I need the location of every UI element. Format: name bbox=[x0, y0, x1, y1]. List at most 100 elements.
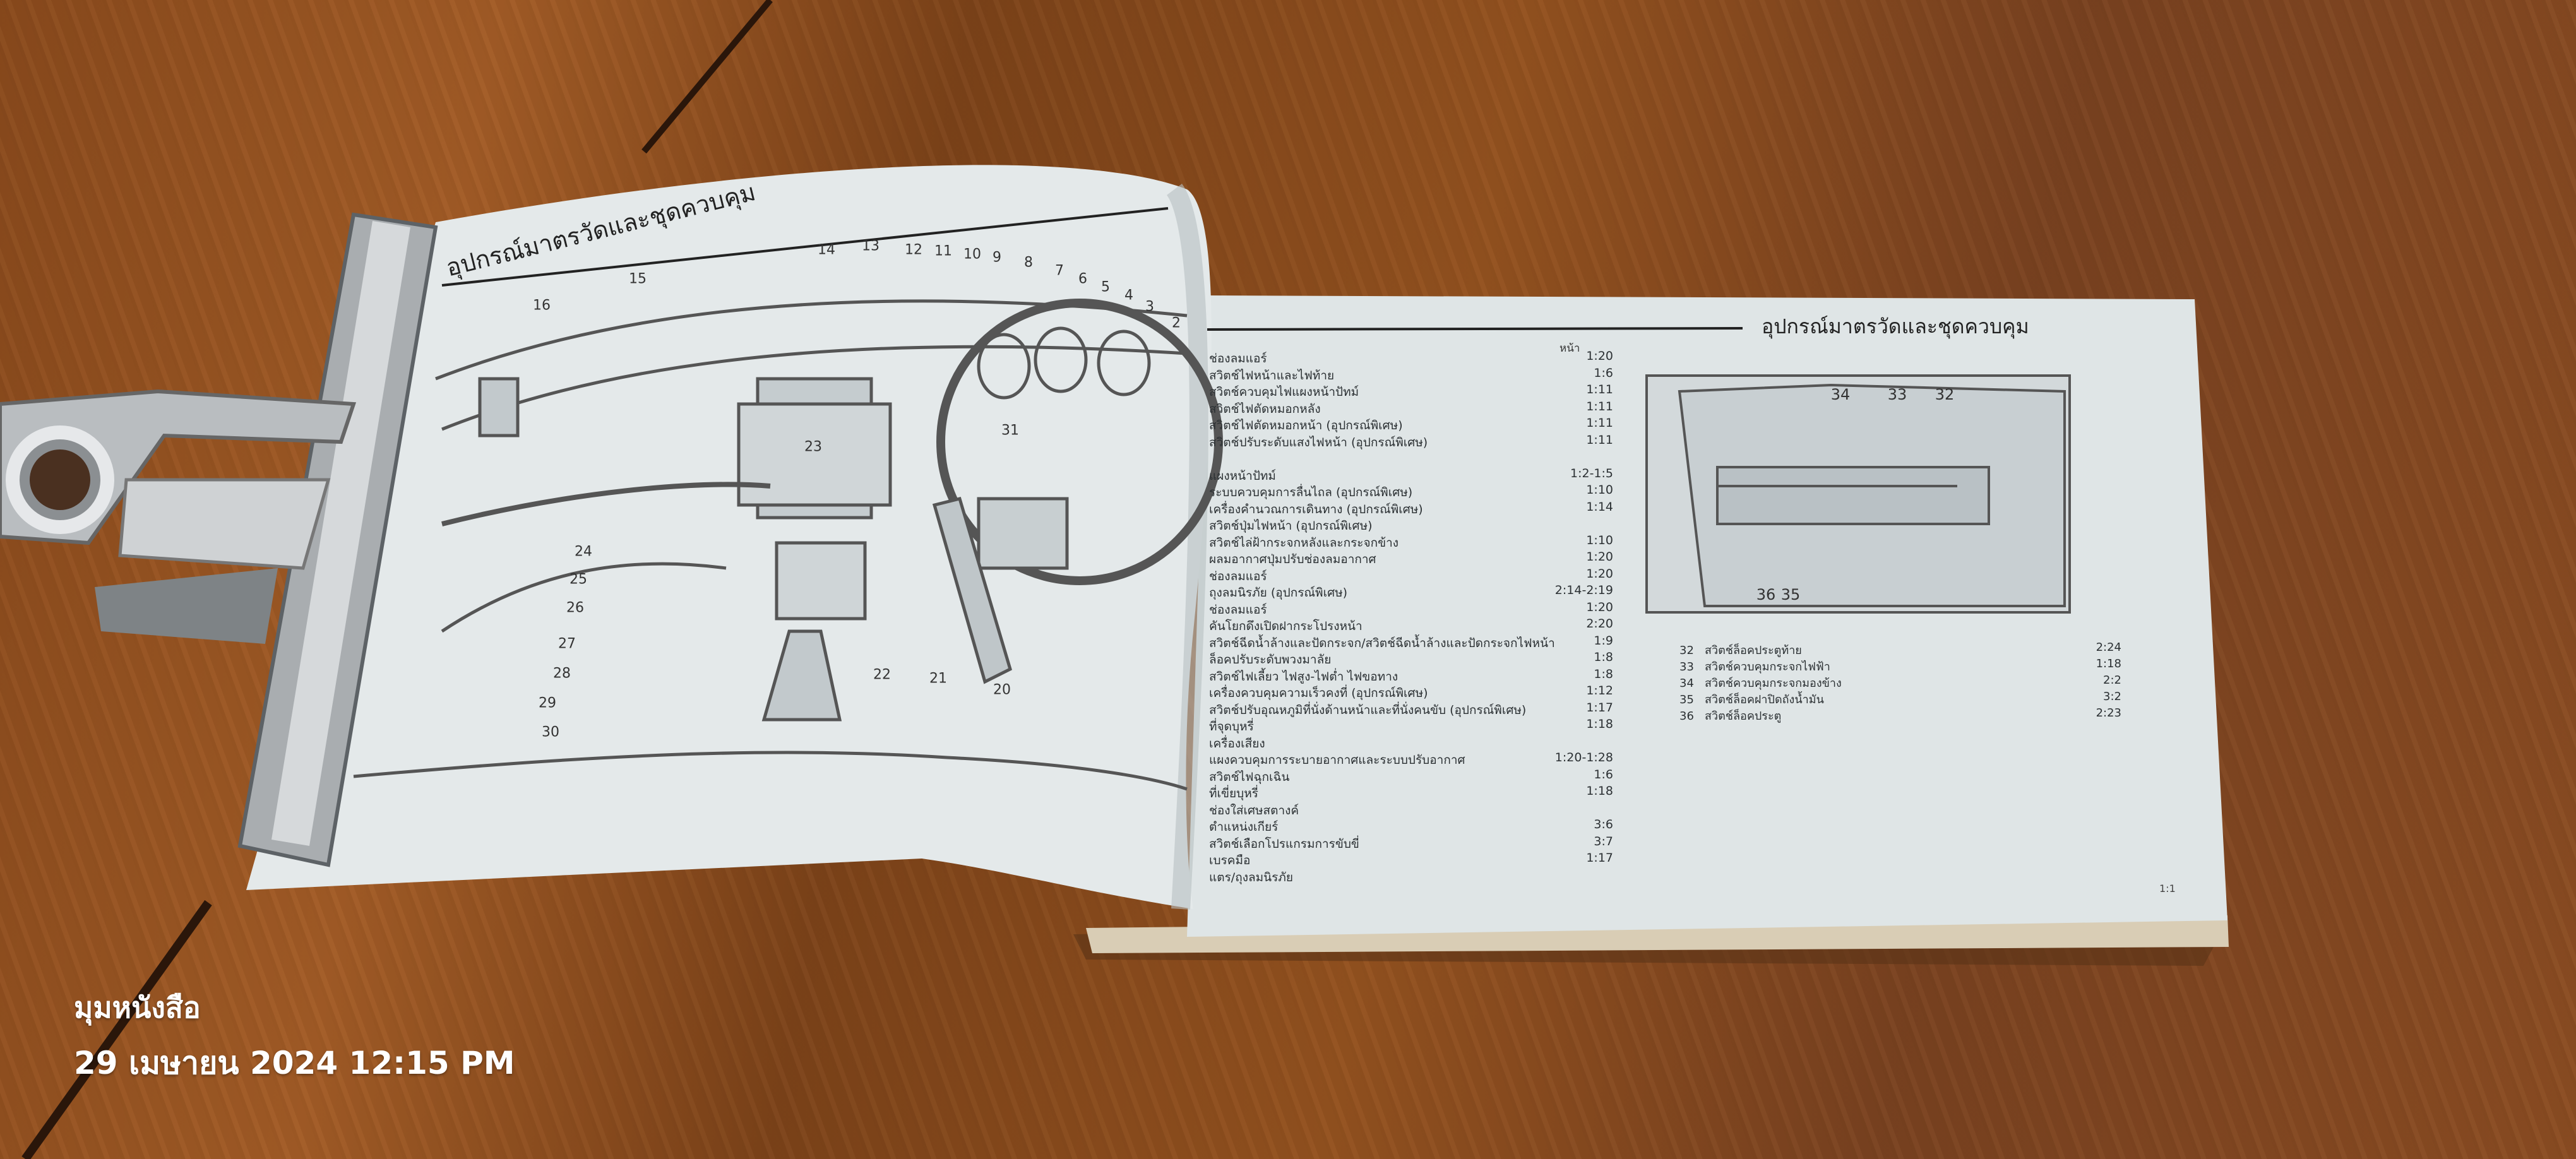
index-page: 1:6 bbox=[1594, 767, 1613, 782]
door-item-label: สวิตช์ล็อคประตูท้าย bbox=[1705, 644, 1802, 657]
index-label: ช่องใส่เศษสตางค์ bbox=[1209, 803, 1299, 817]
index-page: 1:10 bbox=[1586, 483, 1613, 497]
right-page-header: อุปกรณ์มาตรวัดและชุดควบคุม bbox=[1762, 314, 2029, 338]
diagram-callout: 27 bbox=[558, 636, 576, 652]
diagram-callout: 25 bbox=[569, 571, 587, 588]
index-label: สวิตช์เลือกโปรแกรมการขับขี่ bbox=[1209, 836, 1359, 851]
photo-caption: มุมหนังสือ bbox=[74, 990, 201, 1025]
door-item-number: 32 bbox=[1679, 644, 1694, 657]
index-label: สวิตช์ไฟฉุกเฉิน bbox=[1209, 770, 1290, 784]
index-row: ช่องลมแอร์1:20 bbox=[1209, 349, 1613, 366]
dashboard-illustration bbox=[353, 299, 1223, 791]
index-page: 1:11 bbox=[1586, 416, 1613, 430]
door-item-label: สวิตช์ควบคุมกระจกมองข้าง bbox=[1705, 677, 1842, 690]
diagram-callout: 30 bbox=[542, 724, 559, 740]
index-label: เครื่องควบคุมความเร็วคงที่ (อุปกรณ์พิเศษ… bbox=[1209, 686, 1428, 700]
index-label: ที่จุดบุหรี่ bbox=[1209, 720, 1254, 734]
index-page: 1:20 bbox=[1586, 550, 1613, 564]
index-page: 1:12 bbox=[1586, 684, 1613, 698]
door-item-number: 35 bbox=[1679, 693, 1694, 706]
index-label: ช่องลมแอร์ bbox=[1209, 569, 1267, 583]
index-label: เครื่องเสียง bbox=[1209, 736, 1265, 751]
index-row: สวิตช์ฉีดน้ำล้างและปัดกระจก/สวิตช์ฉีดน้ำ… bbox=[1209, 634, 1613, 650]
index-page: 1:8 bbox=[1594, 667, 1613, 681]
index-page: 1:14 bbox=[1586, 499, 1613, 514]
index-label: แผงควบคุมการระบายอากาศและระบบปรับอากาศ bbox=[1209, 753, 1465, 767]
index-label: สวิตช์ไฟเลี้ยว ไฟสูง-ไฟต่ำ ไฟขอทาง bbox=[1209, 669, 1398, 684]
index-row: ที่เขี่ยบุหรี่1:18 bbox=[1209, 784, 1613, 800]
index-page: 1:20 bbox=[1586, 349, 1613, 363]
index-page: 1:6 bbox=[1594, 366, 1613, 380]
right-header-rule bbox=[1207, 327, 1743, 331]
door-row: 34 สวิตช์ควบคุมกระจกมองข้าง 2:2 bbox=[1679, 674, 2121, 692]
index-page: 1:9 bbox=[1594, 633, 1613, 648]
index-row: เครื่องเสียง bbox=[1209, 734, 1613, 751]
diagram-callout: 4 bbox=[1124, 287, 1133, 304]
index-row: สวิตช์ไฟเลี้ยว ไฟสูง-ไฟต่ำ ไฟขอทาง 1:8 bbox=[1209, 667, 1613, 684]
door-item-number: 36 bbox=[1679, 710, 1694, 723]
index-page: 3:7 bbox=[1594, 834, 1613, 848]
index-page: 1:20 bbox=[1586, 566, 1613, 581]
index-label: สวิตช์ไฟตัดหมอกหน้า (อุปกรณ์พิเศษ) bbox=[1209, 419, 1403, 432]
diagram-callout: 24 bbox=[575, 544, 592, 560]
index-row: เครื่องคำนวณการเดินทาง (อุปกรณ์พิเศษ)1:1… bbox=[1209, 500, 1613, 516]
diagram-callout: 3 bbox=[1145, 299, 1154, 315]
diagram-callout: 23 bbox=[804, 439, 822, 455]
index-row: ช่องใส่เศษสตางค์ bbox=[1209, 801, 1613, 817]
page-column-label: หน้า bbox=[1559, 342, 1580, 355]
door-item-page: 2:24 bbox=[2096, 641, 2121, 654]
index-label: ช่องลมแอร์ bbox=[1209, 602, 1267, 617]
door-item-page: 3:2 bbox=[2103, 690, 2121, 703]
door-item-label: สวิตช์ล็อคประตู bbox=[1705, 710, 1782, 723]
index-row: สวิตช์ควบคุมไฟแผงหน้าปัทม์ 1:11 bbox=[1209, 383, 1613, 399]
index-label: แผงหน้าปัทม์ bbox=[1209, 468, 1276, 483]
diagram-callout: 16 bbox=[533, 297, 551, 314]
door-item-number: 34 bbox=[1679, 677, 1694, 690]
diagram-callout: 21 bbox=[929, 670, 947, 687]
index-label: เบรคมือ bbox=[1209, 853, 1251, 867]
diagram-callout: 29 bbox=[539, 695, 556, 711]
index-label: สวิตช์ควบคุมไฟแผงหน้าปัทม์ bbox=[1209, 385, 1359, 399]
index-row: ตำแหน่งเกียร์3:6 bbox=[1209, 817, 1613, 834]
diagram-callout: 12 bbox=[905, 242, 922, 258]
diagram-callout: 31 bbox=[1001, 422, 1019, 439]
index-row: ช่องลมแอร์ 1:20 bbox=[1209, 600, 1613, 617]
index-page: 3:6 bbox=[1594, 817, 1613, 831]
door-item-label: สวิตช์ล็อคฝาปิดถังน้ำมัน bbox=[1705, 693, 1824, 706]
diagram-callout: 7 bbox=[1055, 263, 1064, 279]
index-label: สวิตช์ปุ่มไฟหน้า (อุปกรณ์พิเศษ) bbox=[1209, 519, 1373, 533]
index-page: 1:20 bbox=[1586, 600, 1613, 614]
index-label: สวิตช์ปรับอุณหภูมิที่นั่งด้านหน้าและที่น… bbox=[1209, 703, 1527, 717]
index-label: คันโยกดึงเปิดฝากระโปรงหน้า bbox=[1209, 619, 1363, 633]
door-item-page: 2:2 bbox=[2103, 674, 2121, 687]
index-page: 1:11 bbox=[1586, 383, 1613, 396]
index-row: ถุงลมนิรภัย (อุปกรณ์พิเศษ)2:14-2:19 bbox=[1209, 583, 1613, 600]
index-label: ล็อคปรับระดับพวงมาลัย bbox=[1209, 653, 1332, 667]
index-page: 1:20-1:28 bbox=[1554, 751, 1613, 764]
index-label: สวิตช์ปรับระดับแสงไฟหน้า (อุปกรณ์พิเศษ) bbox=[1209, 435, 1428, 449]
index-row: สวิตช์ไฟฉุกเฉิน 1:6 bbox=[1209, 768, 1613, 784]
door-callout: 35 bbox=[1780, 586, 1801, 603]
diagram-callout: 11 bbox=[934, 243, 952, 259]
index-row: เบรคมือ 1:17 bbox=[1209, 851, 1613, 867]
index-page: 1:2-1:5 bbox=[1570, 466, 1613, 480]
index-page: 1:8 bbox=[1594, 650, 1613, 664]
binder-clip bbox=[0, 212, 438, 867]
diagram-callout: 9 bbox=[993, 249, 1001, 266]
index-row: ล็อคปรับระดับพวงมาลัย 1:8 bbox=[1209, 650, 1613, 667]
diagram-callout: 2 bbox=[1172, 315, 1181, 331]
door-row: 35 สวิตช์ล็อคฝาปิดถังน้ำมัน 3:2 bbox=[1679, 690, 2121, 708]
index-label: ผลมอากาศปุ่มปรับช่องลมอากาศ bbox=[1209, 552, 1376, 566]
door-callout: 32 bbox=[1935, 386, 1955, 403]
index-page: 1:11 bbox=[1586, 432, 1613, 447]
door-item-page: 1:18 bbox=[2096, 657, 2121, 670]
door-callout: 36 bbox=[1756, 586, 1776, 603]
door-item-label: สวิตช์ควบคุมกระจกไฟฟ้า bbox=[1705, 660, 1830, 674]
index-page: 1:11 bbox=[1586, 399, 1613, 413]
index-page: 1:18 bbox=[1586, 717, 1613, 731]
index-label: ระบบควบคุมการลื่นไถล (อุปกรณ์พิเศษ) bbox=[1209, 485, 1413, 499]
index-page: 1:17 bbox=[1586, 851, 1613, 865]
